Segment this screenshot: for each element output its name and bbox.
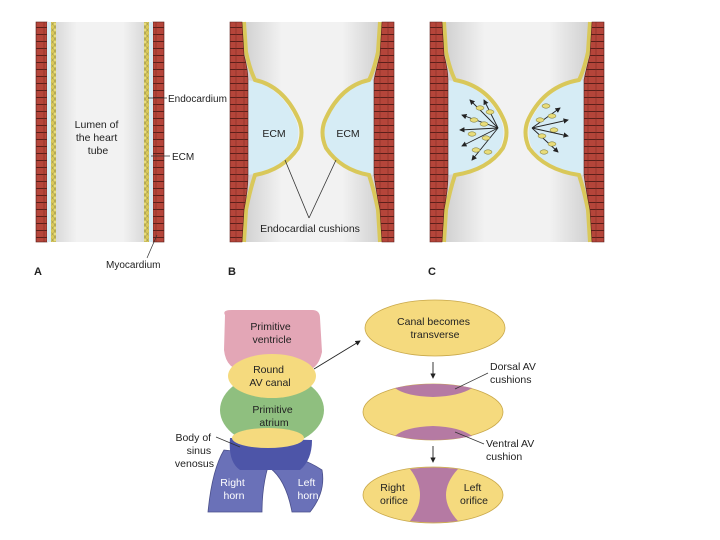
lumen [42, 22, 158, 242]
panel-b: ECM ECM Endocardial cushions B [228, 21, 395, 278]
canal-transverse [364, 299, 506, 357]
endocardium-c-left [442, 21, 509, 243]
primitive-ventricle [224, 310, 322, 372]
dorsal-cushion [395, 384, 472, 397]
myocardium-right [152, 21, 165, 243]
right-orifice-label: Right orifice [380, 482, 408, 507]
myocardium-left [35, 21, 48, 243]
myocardium-pointer [146, 234, 158, 259]
sinus-pointer [215, 436, 241, 448]
panel-a-letter: A [34, 266, 42, 278]
lumen-label: Lumen of the heart tube [75, 119, 122, 157]
myocardium-c-right [583, 21, 605, 243]
heart-tube-figure: Primitive ventricle Round AV canal Primi… [175, 310, 361, 513]
endocardium-b-left [242, 21, 304, 243]
av-band-lower [232, 428, 304, 448]
ecm-label-b-left: ECM [262, 128, 285, 140]
endocardium-right [144, 22, 149, 242]
myocardium-b-left [229, 21, 249, 243]
panel-b-letter: B [228, 266, 236, 278]
ecm-right [149, 22, 153, 242]
round-av-canal [228, 354, 316, 398]
ventral-pointer [454, 431, 485, 445]
ecm-label-b-right: ECM [336, 128, 359, 140]
ventricle-label: Primitive ventricle [250, 321, 293, 346]
myocardium-c-left [429, 21, 449, 243]
ventral-label: Ventral AV cushion [486, 438, 537, 463]
fused-cushions [410, 467, 458, 523]
endocardium-label: Endocardium [168, 94, 227, 105]
sinus-label: Body of sinus venosus [175, 432, 214, 470]
ecm-cushion-left [248, 80, 299, 175]
left-orifice-label: Left orifice [460, 482, 488, 507]
atrium-label: Primitive atrium [252, 404, 295, 429]
tube-c [436, 22, 598, 242]
migrating-cells-left [459, 99, 499, 161]
av-canal-label: Round AV canal [249, 364, 290, 389]
av-canal-stages: Canal becomes transverse Dorsal AV cushi… [362, 299, 539, 524]
canal-cushions [362, 383, 504, 441]
myocardium-b-right [373, 21, 395, 243]
panel-c: C [428, 21, 605, 278]
right-horn-label: Right horn [220, 477, 247, 502]
endocardium-b-right [320, 21, 382, 243]
to-canal-arrow [313, 340, 361, 370]
endocardium-c-right [523, 21, 592, 243]
mesenchymal-cells-right [535, 103, 559, 155]
ecm-left [47, 22, 51, 242]
migrating-cells-right [531, 107, 569, 153]
left-horn-label: Left horn [297, 477, 318, 502]
panel-c-letter: C [428, 266, 436, 278]
mesenchymal-cells-left [467, 105, 495, 155]
canal-label: Canal becomes transverse [397, 316, 473, 341]
panel-a: Lumen of the heart tube Endocardium ECM … [34, 21, 227, 278]
tube-b [236, 22, 388, 242]
ventral-cushion [395, 426, 472, 440]
endocardium-left [51, 22, 56, 242]
myocardium-label: Myocardium [106, 260, 160, 271]
cushion-pointer-left [284, 159, 310, 219]
cushion-pointer-right [308, 159, 337, 219]
dorsal-label: Dorsal AV cushions [490, 361, 539, 386]
ecm-label-a: ECM [172, 152, 194, 163]
dorsal-pointer [454, 372, 489, 390]
cushions-label: Endocardial cushions [260, 223, 360, 235]
